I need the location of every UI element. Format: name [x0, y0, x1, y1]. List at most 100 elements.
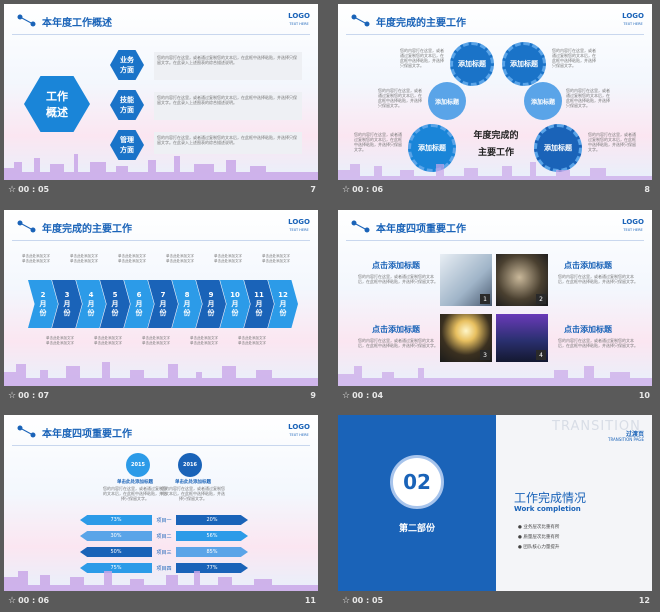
slide-title: 年度完成的主要工作	[42, 224, 132, 235]
node-dots-icon	[351, 220, 370, 233]
slide-number: 7	[310, 185, 316, 194]
node-dots-icon	[351, 14, 370, 27]
timeline-note-12: 单击此处添加文字 单击此处添加文字	[262, 254, 290, 263]
skyline-image	[4, 154, 318, 180]
block-title-3: 点击添加标题	[372, 325, 420, 334]
slide-title: 年度完成的主要工作	[376, 18, 466, 29]
bar-left-1: 73%	[80, 515, 152, 525]
slide-title: 本年度四项重要工作	[376, 224, 466, 235]
bullet-item-1: ● 业务层次比重有所	[518, 525, 560, 530]
slide-12-canvas: 02 第二部份 TRANSITION 过渡页 TRANSITION PAGE 工…	[338, 415, 652, 591]
item-text-2: 您的内容打在这里，或者通过复制您的文本后，在此框中选择粘贴，并选择只保留文字。在…	[154, 92, 302, 120]
year-badge-2: 2016	[178, 453, 202, 477]
desc-6: 您的内容打在这里，或者通过复制您的文本后，在此框中选择粘贴，并选择只保留文字。	[588, 132, 636, 152]
bar-label-4: 项目四	[156, 565, 172, 572]
timeline-note-11: 单击此处添加文字 单击此处添加文字	[238, 336, 266, 345]
timeline-note-9: 单击此处添加文字 单击此处添加文字	[190, 336, 218, 345]
circle-title-4: 添加标题	[524, 82, 562, 120]
circle-title-2: 添加标题	[502, 42, 546, 86]
block-desc-2: 您的内容打在这里，或者通过复制您的文本后，在此框中选择粘贴，并选择只保留文字。	[558, 274, 638, 284]
node-dots-icon	[17, 14, 36, 27]
center-text: 年度完成的 主要工作	[473, 131, 519, 158]
bar-label-3: 项目三	[156, 549, 172, 556]
year-badge-1: 2015	[126, 453, 150, 477]
transition-star-icon: ☆	[8, 391, 17, 401]
bar-label-2: 项目二	[156, 533, 172, 540]
bar-right-4: 77%	[176, 563, 248, 573]
desc-1: 您的内容打在这里，或者通过复制您的文本后，在此框中选择粘贴，并选择只保留文字。	[400, 48, 444, 68]
slide-number: 9	[310, 391, 316, 400]
transition-watermark: TRANSITION	[552, 419, 641, 434]
circle-title-3: 添加标题	[428, 82, 466, 120]
desc-2: 您的内容打在这里，或者通过复制您的文本后，在此框中选择粘贴，并选择只保留文字。	[552, 48, 596, 68]
block-desc-4: 您的内容打在这里，或者通过复制您的文本后，在此框中选择粘贴，并选择只保留文字。	[558, 338, 638, 348]
bullet-list: ● 业务层次比重有所 ● 质量层次比重有所 ● 团队核心力量提升	[518, 523, 559, 553]
timeline-note-10: 单击此处添加文字 单击此处添加文字	[214, 254, 242, 263]
month-arrow-9: 9 月 份	[196, 280, 226, 328]
transition-star-icon: ☆	[8, 596, 17, 606]
bar-left-3: 50%	[80, 547, 152, 557]
slide-number: 11	[304, 596, 316, 605]
transition-star-icon: ☆	[342, 391, 351, 401]
transition-cn: 过渡页	[625, 431, 644, 438]
timeline-note-2: 单击此处添加文字 单击此处添加文字	[22, 254, 50, 263]
slide-title: 本年度四项重要工作	[42, 429, 132, 440]
transition-star-icon: ☆	[8, 185, 17, 195]
photo-1: 1	[440, 254, 492, 306]
divider	[12, 240, 310, 241]
timeline-note-4: 单击此处添加文字 单击此处添加文字	[70, 254, 98, 263]
slide-number: 8	[644, 185, 650, 194]
section-part-label: 第二部份	[398, 524, 435, 534]
month-arrow-2: 2 月 份	[28, 280, 58, 328]
item-text-1: 您的内容打在这里，或者通过复制您的文本后，在此框中选择粘贴，并选择只保留文字。在…	[154, 52, 302, 80]
block-title-2: 点击添加标题	[564, 261, 612, 270]
bar-right-3: 85%	[176, 547, 248, 557]
timeline-note-5: 单击此处添加文字 单击此处添加文字	[94, 336, 122, 345]
slide-footer: ☆00 : 05 7	[8, 185, 316, 195]
skyline-image	[4, 571, 318, 591]
divider	[346, 34, 644, 35]
slide-footer: ☆00 : 06 11	[8, 596, 316, 606]
bar-right-1: 20%	[176, 515, 248, 525]
hexagon-item-2: 技能 方面	[110, 90, 144, 120]
item-text-3: 您的内容打在这里，或者通过复制您的文本后，在此框中选择粘贴，并选择只保留文字。在…	[154, 132, 302, 154]
timeline-note-6: 单击此处添加文字 单击此处添加文字	[118, 254, 146, 263]
block-title-1: 点击添加标题	[372, 261, 420, 270]
photo-3: 3	[440, 314, 492, 362]
slide-number: 12	[638, 596, 650, 605]
slide-footer: ☆00 : 04 10	[342, 391, 650, 401]
bullet-item-3: ● 团队核心力量提升	[518, 545, 560, 550]
divider	[12, 34, 310, 35]
hexagon-item-1: 业务 方面	[110, 50, 144, 80]
section-heading: 工作完成情况	[514, 491, 587, 505]
section-heading-en: Work completion	[514, 505, 581, 513]
block-desc-1: 您的内容打在这里，或者通过复制您的文本后，在此框中选择粘贴，并选择只保留文字。	[358, 274, 438, 284]
bullet-item-2: ● 质量层次比重有所	[518, 535, 560, 540]
skyline-image	[338, 366, 652, 386]
desc-4: 您的内容打在这里，或者通过复制您的文本后，在此框中选择粘贴，并选择只保留文字。	[566, 88, 610, 108]
col-title-1: 单击此处添加标题	[117, 480, 153, 485]
transition-en: TRANSITION PAGE	[608, 437, 644, 442]
block-desc-3: 您的内容打在这里，或者通过复制您的文本后，在此框中选择粘贴，并选择只保留文字。	[358, 338, 438, 348]
node-dots-icon	[17, 220, 36, 233]
node-dots-icon	[17, 425, 36, 438]
photo-4: 4	[496, 314, 548, 362]
circle-title-1: 添加标题	[450, 42, 494, 86]
timeline-note-3: 单击此处添加文字 单击此处添加文字	[46, 336, 74, 345]
circle-title-5: 添加标题	[408, 124, 456, 172]
timeline-note-8: 单击此处添加文字 单击此处添加文字	[166, 254, 194, 263]
photo-2: 2	[496, 254, 548, 306]
slide-footer: ☆00 : 07 9	[8, 391, 316, 401]
col-text-1: 您的内容打在这里，或者通过复制您的文本后，在此框中选择粘贴，并选择只保留文字。	[103, 486, 167, 501]
transition-star-icon: ☆	[342, 185, 351, 195]
section-number: 02	[390, 455, 444, 509]
desc-5: 您的内容打在这里，或者通过复制您的文本后，在此框中选择粘贴，并选择只保留文字。	[354, 132, 402, 152]
slide-title: 本年度工作概述	[42, 18, 112, 29]
center-hexagon: 工作 概述	[24, 76, 90, 132]
skyline-image	[4, 362, 318, 386]
